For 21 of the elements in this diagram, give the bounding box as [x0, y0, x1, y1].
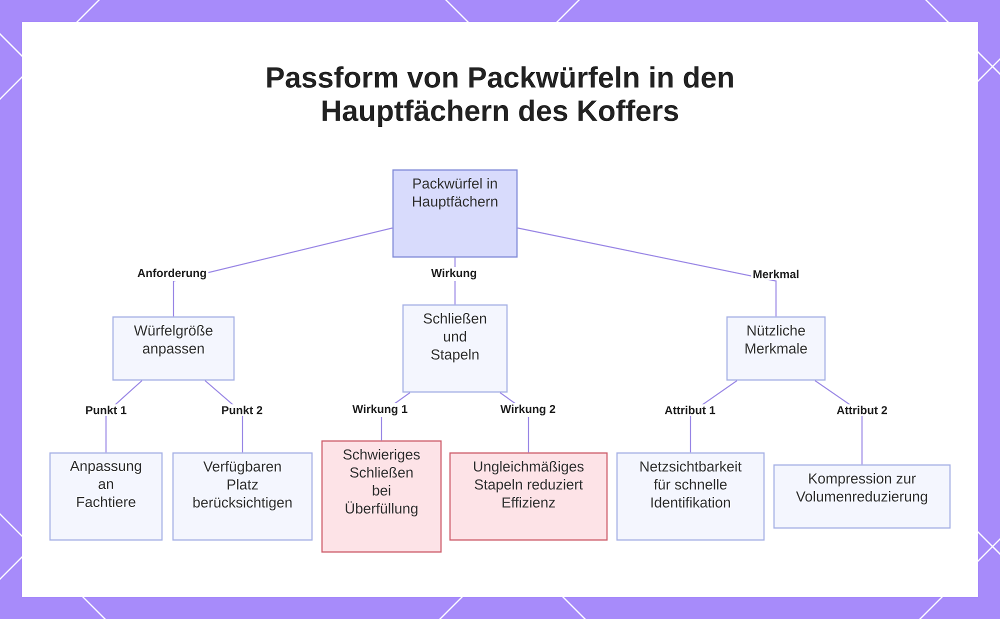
connector-line	[517, 227, 777, 316]
concept-box: Verfügbaren Platz berücksichtigen	[172, 452, 313, 541]
edge-label: Merkmal	[751, 268, 801, 280]
concept-box: Ungleichmäßiges Stapeln reduziert Effizienz	[449, 452, 608, 541]
concept-box: Netzsichtbarkeit für schnelle Identifikation	[616, 452, 765, 541]
concept-box: Kompression zur Volumenreduzierung	[773, 464, 951, 529]
concept-box: Schwieriges Schließen bei Überfüllung	[321, 440, 442, 553]
concept-box: Schließen und Stapeln	[402, 304, 508, 393]
edge-label: Punkt 2	[220, 404, 264, 416]
edge-label: Anforderung	[136, 267, 208, 281]
edge-label: Punkt 1	[84, 404, 128, 416]
topic-box: Packwürfel in Hauptfächern	[392, 169, 518, 258]
edge-label: Wirkung	[430, 267, 478, 281]
edge-label: Attribut 2	[834, 404, 890, 416]
concept-box: Nützliche Merkmale	[726, 316, 826, 381]
edge-label: Attribut 1	[662, 404, 718, 416]
title: Passform von Packwürfeln in den Hauptfächern des Koffers	[267, 66, 733, 127]
edge-label: Wirkung 2	[498, 403, 558, 417]
edge-label: Wirkung 1	[350, 403, 410, 417]
concept-box: Würfelgröße anpassen	[112, 316, 235, 381]
concept-box: Anpassung an Fachtiere	[49, 452, 163, 541]
